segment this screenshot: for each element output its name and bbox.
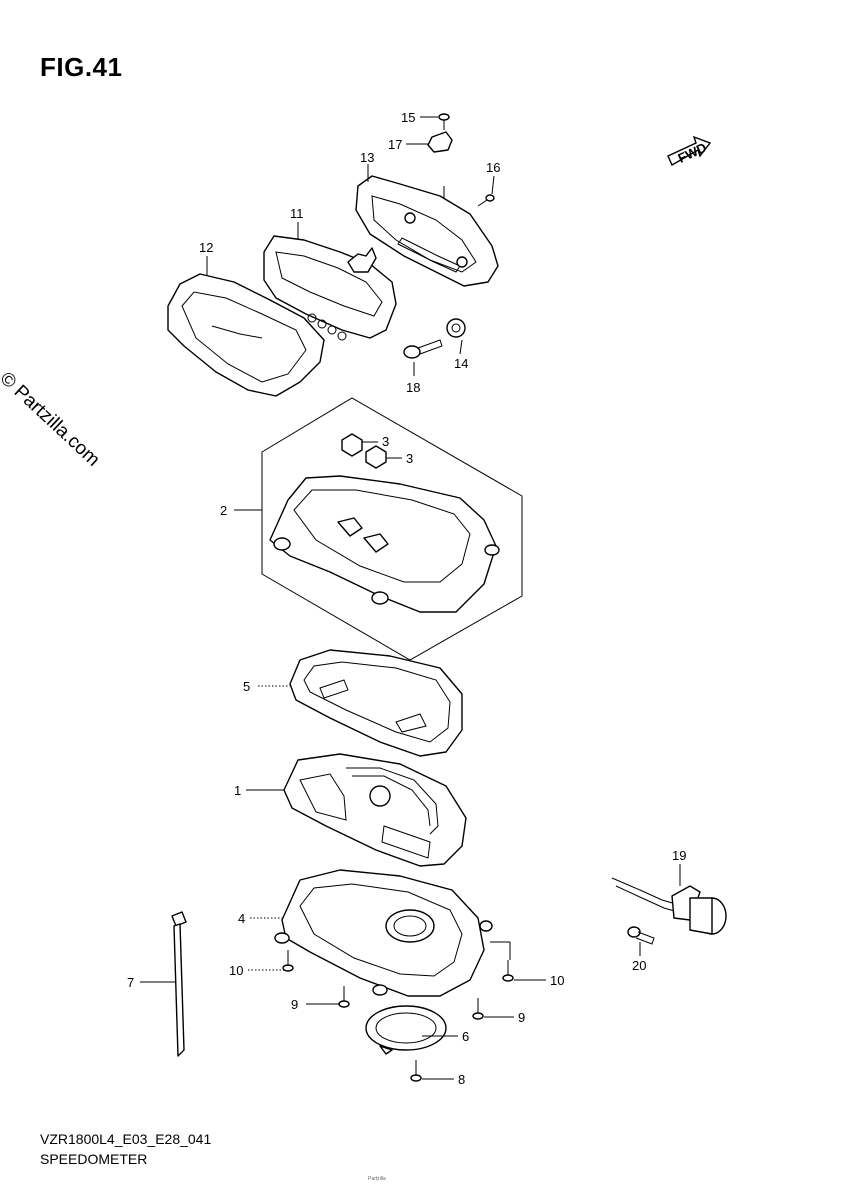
callout-10-right: 10 — [550, 973, 564, 988]
callout-18: 18 — [406, 380, 420, 395]
fwd-arrow: FWD — [667, 135, 712, 166]
callout-6: 6 — [462, 1029, 469, 1044]
callout-14: 14 — [454, 356, 468, 371]
section-name: SPEEDOMETER — [40, 1151, 148, 1167]
fwd-label: FWD — [676, 140, 709, 166]
part-6-gasket — [365, 1005, 447, 1055]
figure-title: FIG.41 — [40, 52, 123, 82]
part-11-inner-housing — [263, 235, 397, 341]
callout-12: 12 — [199, 240, 213, 255]
callout-19: 19 — [672, 848, 686, 863]
part-8-screw — [410, 1060, 422, 1082]
callout-9-right: 9 — [518, 1010, 525, 1025]
callout-8: 8 — [458, 1072, 465, 1087]
callout-3-lower: 3 — [406, 451, 413, 466]
part-2-kit-frame — [261, 397, 523, 661]
callout-4: 4 — [238, 911, 245, 926]
part-16-screw — [477, 194, 495, 207]
part-5-lens-seal — [289, 649, 463, 757]
part-17-clip — [427, 131, 453, 153]
callout-17: 17 — [388, 137, 402, 152]
part-15-screw — [438, 113, 450, 130]
part-7-cable-tie — [171, 911, 187, 1057]
callout-10-left: 10 — [229, 963, 243, 978]
model-code: VZR1800L4_E03_E28_041 — [40, 1131, 212, 1147]
part-12-front-bezel — [167, 273, 325, 397]
callout-16: 16 — [486, 160, 500, 175]
callout-9-left: 9 — [291, 997, 298, 1012]
part-19-speed-sensor — [611, 877, 727, 935]
part-10-screw-left — [282, 950, 294, 972]
part-13-rear-cover — [355, 175, 499, 287]
callout-20: 20 — [632, 958, 646, 973]
callout-2: 2 — [220, 503, 227, 518]
callout-15: 15 — [401, 110, 415, 125]
part-9-screw-right — [472, 998, 484, 1020]
part-3-cushion-a — [341, 433, 363, 457]
callout-5: 5 — [243, 679, 250, 694]
part-18-bolt — [403, 339, 443, 359]
part-20-bolt — [627, 926, 655, 945]
callout-13: 13 — [360, 150, 374, 165]
callout-11: 11 — [290, 206, 304, 221]
leader-lines — [140, 116, 681, 1080]
footer-note: Partzilla — [368, 1176, 386, 1182]
part-1-meter-assembly — [283, 753, 467, 867]
callout-7: 7 — [127, 975, 134, 990]
callout-3-upper: 3 — [382, 434, 389, 449]
part-10-screw-right — [502, 960, 514, 982]
part-4-lower-case — [274, 869, 493, 997]
part-3-cushion-b — [365, 445, 387, 469]
part-14-grommet — [446, 318, 466, 338]
callout-1: 1 — [234, 783, 241, 798]
part-9-screw-left — [338, 986, 350, 1008]
part-2-meter-case — [269, 475, 500, 613]
